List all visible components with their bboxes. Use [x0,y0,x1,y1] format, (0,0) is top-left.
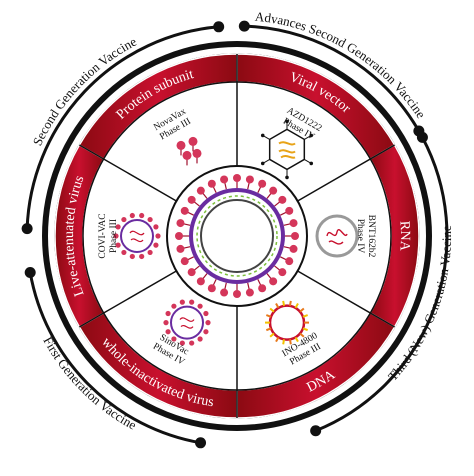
bracket-end-dot [195,437,207,449]
bracket-end-dot [416,131,428,143]
segment-divider [297,144,395,202]
bracket-end-dot [24,266,36,278]
vaccine-phase: Phase IV [355,219,365,254]
generation-bracket [315,136,449,433]
segment-divider [297,270,395,328]
coronavirus-icon [175,174,299,298]
inactivated-virus-icon [163,299,211,346]
outer-ring [42,41,432,431]
attenuated-virus-icon [113,212,161,260]
mrna-lipid-nanoparticle-icon [315,214,359,258]
dna-plasmid-icon [265,300,309,345]
generation-bracket [25,25,219,229]
adenovirus-icon [260,119,314,180]
bracket-end-dot [213,21,225,33]
segment-divider [79,270,177,328]
bracket-end-dot [310,425,322,437]
vaccine-name: BNT162b2 [366,215,376,258]
generation-bracket [28,272,201,445]
bracket-end-dot [238,20,250,32]
spike-protein-icon [176,136,202,166]
bracket-end-dot [21,223,33,235]
vaccine-name: COVI-VAC [98,213,108,258]
generation-bracket [244,24,421,132]
segment-divider [79,144,177,202]
vaccine-phase: Phase III [109,219,119,253]
segment-label-rna: RNA [396,221,412,253]
